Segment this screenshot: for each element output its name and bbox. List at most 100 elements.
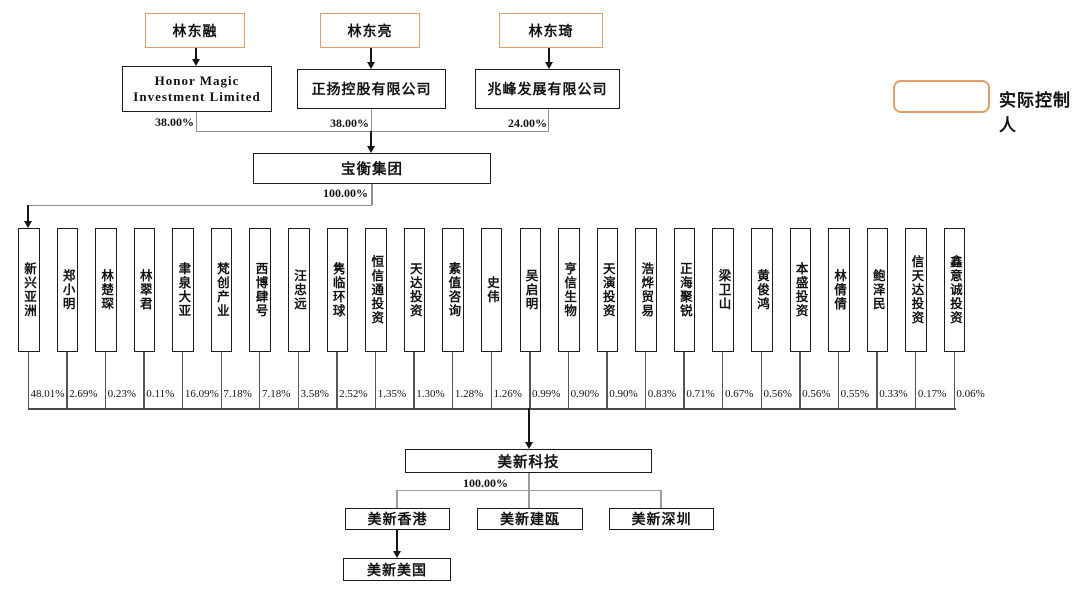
- connector-line: [259, 352, 261, 408]
- shareholder-stake: 0.90%: [570, 388, 600, 400]
- shareholder-box: 史伟: [480, 228, 503, 352]
- legend-label: 实际控制人: [999, 91, 1071, 135]
- holding-company-box: 兆峰发展有限公司: [475, 69, 620, 109]
- connector-line: [374, 352, 377, 408]
- sub-subsidiary-name: 美新美国: [367, 563, 427, 579]
- shareholder-box: 素值咨询: [442, 228, 464, 352]
- shareholder-name: 林楚琛: [99, 269, 114, 311]
- holding-company-name: 正扬控股有限公司: [311, 83, 432, 98]
- shareholder-stake: 0.71%: [686, 388, 715, 400]
- connector-line: [195, 112, 197, 131]
- shareholder-box: 林倩倩: [828, 228, 850, 352]
- controller-box: 林东琦: [499, 13, 603, 48]
- connector-line: [953, 352, 955, 408]
- shareholder-stake: 16.09%: [184, 388, 219, 400]
- connector-line: [837, 352, 840, 408]
- shareholder-name: 梁卫山: [716, 269, 731, 311]
- group-name: 宝衡集团: [341, 162, 403, 178]
- connector-line: [799, 352, 801, 408]
- shareholder-stake: 0.33%: [879, 388, 908, 400]
- shareholder-name: 隽临环球: [330, 262, 345, 318]
- shareholder-box: 鑫意诚投资: [943, 228, 966, 352]
- shareholder-stake: 0.17%: [917, 388, 947, 400]
- holding-company-box: Honor Magic Investment Limited: [122, 66, 272, 112]
- shareholder-box: 正海聚锐: [673, 228, 696, 352]
- connector-line: [297, 352, 300, 408]
- shareholder-box: 本盛投资: [789, 228, 812, 352]
- sub-subsidiary-box: 美新美国: [343, 558, 451, 581]
- arrow-down-icon: [548, 48, 550, 62]
- shareholder-stake: 3.58%: [300, 388, 329, 400]
- shareholder-name: 恒信通投资: [369, 255, 384, 325]
- controller-box: 林东亮: [320, 13, 420, 48]
- connector-line: [722, 352, 724, 408]
- arrow-down-icon: [27, 205, 30, 221]
- shareholder-box: 梵创产业: [210, 228, 233, 352]
- connector-line: [683, 352, 685, 408]
- connector-line: [181, 352, 184, 408]
- stake-label: 38.00%: [155, 115, 194, 129]
- controller-name: 林东琦: [528, 24, 574, 40]
- shareholder-name: 天演投资: [600, 262, 615, 318]
- shareholder-stake: 2.69%: [69, 388, 98, 400]
- connector-line: [528, 490, 530, 508]
- connector-line: [66, 352, 68, 408]
- subsidiary-name: 美新香港: [367, 513, 428, 528]
- arrow-down-icon: [370, 131, 372, 146]
- connector-line: [567, 352, 570, 408]
- shareholder-box: 聿泉大亚: [172, 228, 194, 352]
- legend-controller-box: [893, 80, 990, 113]
- shareholder-box: 隽临环球: [326, 228, 349, 352]
- shareholder-box: 梁卫山: [712, 228, 734, 352]
- issuer-name: 美新科技: [497, 454, 560, 471]
- shareholder-box: 吴启明: [519, 228, 542, 352]
- connector-line: [644, 352, 647, 408]
- shareholder-name: 正海聚锐: [677, 262, 692, 318]
- shareholder-name: 林翠君: [137, 269, 152, 311]
- connector-line: [528, 473, 530, 490]
- holding-company-name: Honor Magic Investment Limited: [133, 72, 261, 104]
- shareholder-box: 林翠君: [133, 228, 156, 352]
- shareholder-stake: 0.56%: [763, 388, 792, 400]
- issuer-box: 美新科技: [405, 449, 652, 473]
- arrow-down-icon: [370, 48, 372, 62]
- shareholder-stake: 0.83%: [647, 388, 677, 400]
- arrow-down-icon: [195, 48, 197, 59]
- connector-line: [396, 490, 398, 508]
- connector-line: [27, 352, 29, 408]
- shareholder-stake: 2.52%: [339, 388, 368, 400]
- shareholder-stake: 1.35%: [377, 388, 407, 400]
- shareholder-name: 亨信生物: [562, 262, 577, 318]
- shareholder-name: 梵创产业: [214, 262, 229, 318]
- shareholder-name: 聿泉大亚: [176, 262, 191, 318]
- connector-line: [196, 131, 549, 133]
- arrow-down-icon: [528, 408, 530, 442]
- connector-line: [143, 352, 145, 408]
- shareholder-box: 西博肆号: [249, 228, 271, 352]
- stake-label: 100.00%: [323, 186, 368, 200]
- subsidiary-box: 美新建瓯: [477, 508, 583, 530]
- shareholder-name: 素值咨询: [446, 262, 461, 318]
- connector-line: [490, 352, 492, 408]
- shareholder-box: 天达投资: [403, 228, 426, 352]
- shareholder-name: 吴启明: [523, 269, 538, 311]
- shareholder-box: 亨信生物: [558, 228, 580, 352]
- shareholder-box: 浩烨贸易: [635, 228, 657, 352]
- shareholder-stake: 7.18%: [261, 388, 291, 400]
- shareholder-stake: 0.23%: [107, 388, 137, 400]
- stake-label: 38.00%: [330, 116, 369, 130]
- shareholder-name: 汪忠远: [292, 269, 307, 311]
- connector-line: [876, 352, 878, 408]
- connector-line: [413, 352, 415, 408]
- shareholder-stake: 0.55%: [840, 388, 870, 400]
- shareholder-name: 郑小明: [60, 269, 75, 311]
- connector-line: [547, 109, 549, 131]
- shareholder-stake: 1.26%: [493, 388, 522, 400]
- shareholder-stake: 7.18%: [223, 388, 252, 400]
- shareholder-box: 天演投资: [596, 228, 619, 352]
- shareholder-stake: 0.67%: [724, 388, 754, 400]
- shareholder-name: 西博肆号: [253, 262, 268, 318]
- holding-company-name: 兆峰发展有限公司: [487, 83, 608, 98]
- shareholder-stake: 0.56%: [802, 388, 831, 400]
- shareholder-name: 本盛投资: [793, 262, 808, 318]
